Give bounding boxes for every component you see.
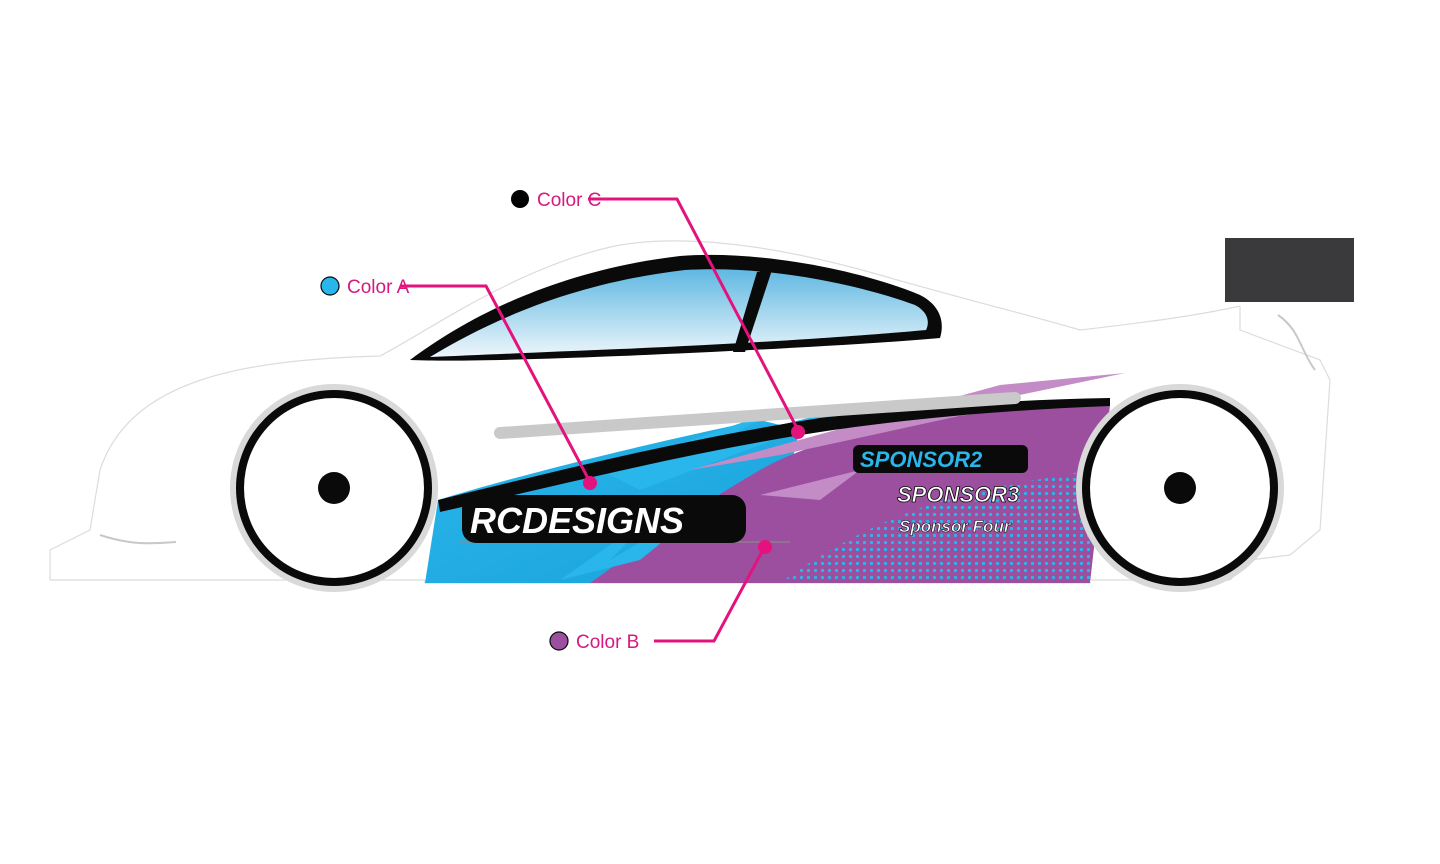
callout-color-b: Color B xyxy=(549,540,772,653)
callout-label-color-c: Color C xyxy=(537,190,601,211)
callout-label-color-b: Color B xyxy=(576,632,639,653)
sponsor-decals: SPONSOR2 SPONSOR3 Sponsor Four xyxy=(853,445,1028,536)
swatch-color-b xyxy=(549,631,569,651)
logo-text: RCDESIGNS xyxy=(470,500,684,541)
sponsor-3: SPONSOR3 xyxy=(897,482,1019,507)
callout-color-c: Color C xyxy=(511,190,805,439)
sponsor-4: Sponsor Four xyxy=(899,517,1012,536)
swatch-color-a xyxy=(320,276,340,296)
window-glass xyxy=(430,269,928,357)
sponsor-2: SPONSOR2 xyxy=(860,447,983,472)
swatch-color-c xyxy=(511,190,529,208)
rcdesigns-logo: RCDESIGNS xyxy=(462,495,746,543)
rear-wing xyxy=(1225,238,1354,302)
rear-wheel xyxy=(1076,384,1284,592)
front-wheel xyxy=(230,384,438,592)
callout-label-color-a: Color A xyxy=(347,277,410,298)
callout-color-a: Color A xyxy=(320,276,597,490)
